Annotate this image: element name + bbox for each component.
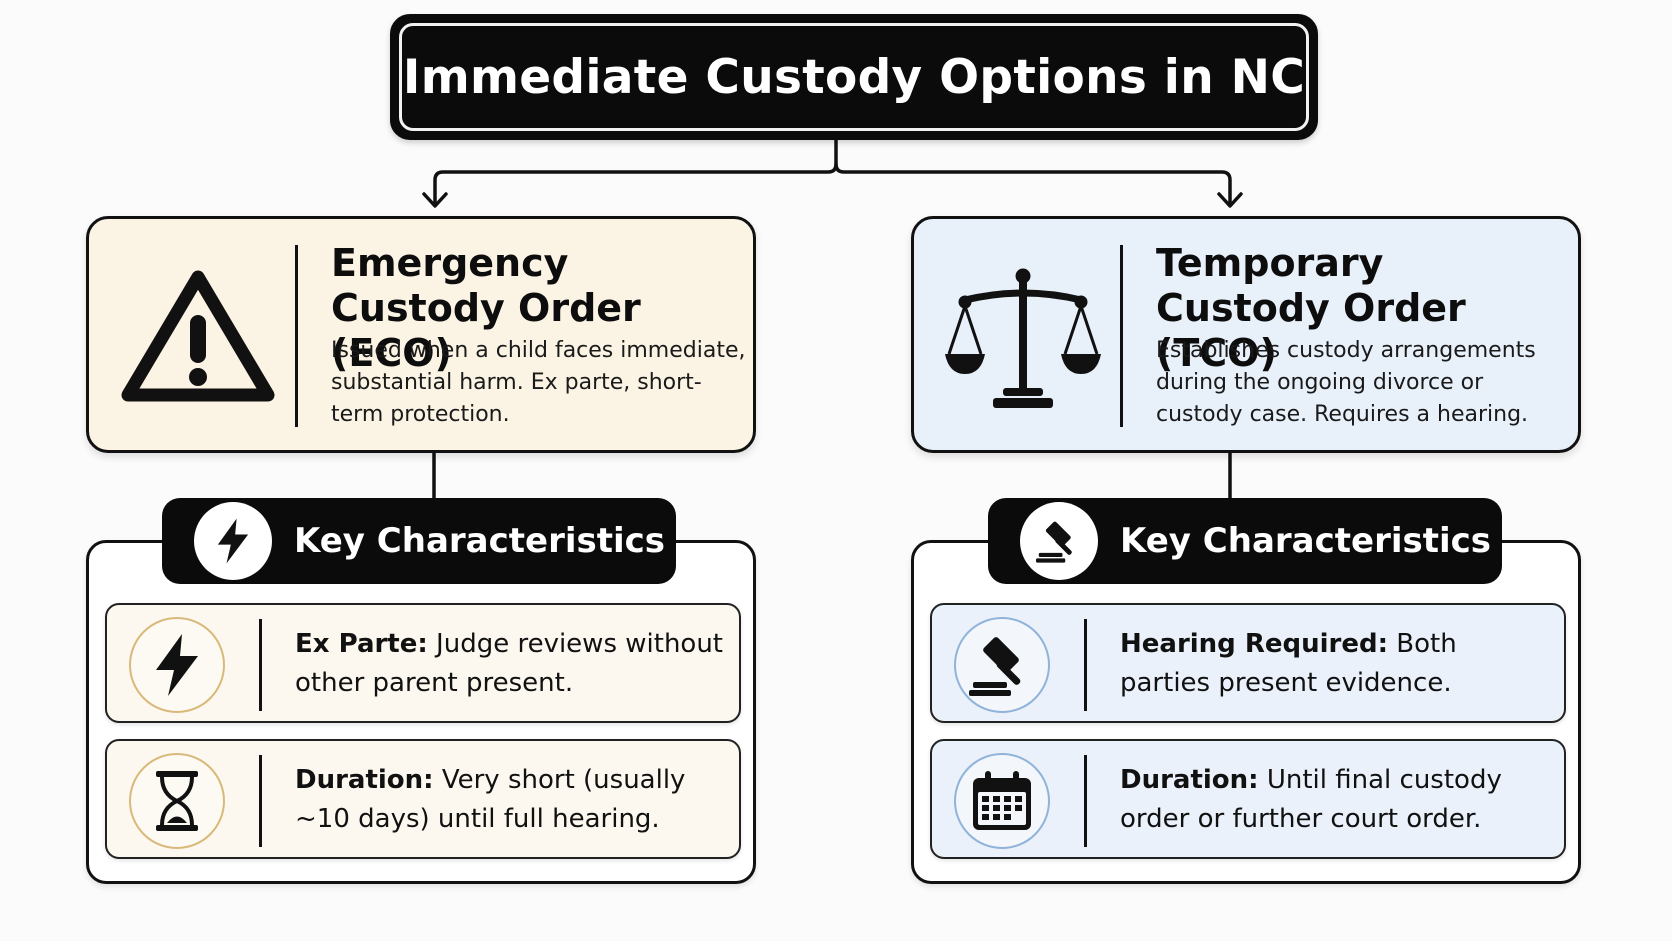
arrowhead-eco bbox=[422, 192, 448, 208]
scales-of-justice-icon bbox=[938, 247, 1108, 427]
tco-item-1-body: Both parties present evidence. bbox=[1120, 629, 1457, 698]
tco-item-2-text: Duration: Until final custody order or f… bbox=[1120, 761, 1550, 839]
eco-item-1-text: Ex Parte: Judge reviews without other pa… bbox=[295, 625, 725, 703]
tco-characteristic-duration: Duration: Until final custody order or f… bbox=[930, 739, 1566, 859]
tco-item-1-label: Hearing Required: bbox=[1120, 629, 1388, 659]
tco-characteristics-panel: Hearing Required: Both parties present e… bbox=[911, 540, 1581, 884]
tco-characteristics-title: Key Characteristics bbox=[1120, 521, 1492, 561]
tco-title: Temporary Custody Order (TCO) bbox=[1156, 241, 1466, 375]
gavel-icon bbox=[954, 617, 1050, 713]
tco-description: Establishes custody arrangements during … bbox=[1156, 338, 1536, 427]
lightning-icon bbox=[129, 617, 225, 713]
arrowhead-tco bbox=[1217, 192, 1243, 208]
gavel-icon bbox=[1020, 502, 1098, 580]
eco-item-1-body: Judge reviews without other parent prese… bbox=[295, 629, 723, 698]
eco-description: Issued when a child faces immediate, sub… bbox=[331, 338, 746, 427]
connector-to-eco bbox=[433, 138, 838, 206]
page-title: Immediate Custody Options in NC bbox=[402, 49, 1306, 105]
lightning-icon bbox=[194, 502, 272, 580]
eco-item-1-label: Ex Parte: bbox=[295, 629, 428, 659]
title-banner: Immediate Custody Options in NC bbox=[390, 14, 1318, 140]
tco-card-divider bbox=[1120, 245, 1123, 427]
calendar-icon bbox=[954, 753, 1050, 849]
eco-title: Emergency Custody Order (ECO) bbox=[331, 241, 641, 375]
eco-card: Emergency Custody Order (ECO) Issued whe… bbox=[86, 216, 756, 453]
row-divider bbox=[259, 755, 262, 847]
tco-card: Temporary Custody Order (TCO) Establishe… bbox=[911, 216, 1581, 453]
eco-item-2-text: Duration: Very short (usually ~10 days) … bbox=[295, 761, 725, 839]
eco-characteristics-title: Key Characteristics bbox=[294, 521, 666, 561]
eco-card-divider bbox=[295, 245, 298, 427]
eco-characteristic-ex-parte: Ex Parte: Judge reviews without other pa… bbox=[105, 603, 741, 723]
eco-characteristics-panel: Ex Parte: Judge reviews without other pa… bbox=[86, 540, 756, 884]
tco-item-1-text: Hearing Required: Both parties present e… bbox=[1120, 625, 1550, 703]
connector-to-tco bbox=[834, 162, 1232, 206]
eco-characteristics-header: Key Characteristics bbox=[162, 498, 676, 584]
row-divider bbox=[1084, 619, 1087, 711]
eco-item-2-body: Very short (usually ~10 days) until full… bbox=[295, 765, 686, 834]
tco-characteristic-hearing: Hearing Required: Both parties present e… bbox=[930, 603, 1566, 723]
title-inner-frame: Immediate Custody Options in NC bbox=[399, 23, 1309, 131]
hourglass-icon bbox=[129, 753, 225, 849]
eco-item-2-label: Duration: bbox=[295, 765, 434, 795]
row-divider bbox=[1084, 755, 1087, 847]
tco-item-2-body: Until final custody order or further cou… bbox=[1120, 765, 1502, 834]
eco-characteristic-duration: Duration: Very short (usually ~10 days) … bbox=[105, 739, 741, 859]
row-divider bbox=[259, 619, 262, 711]
warning-triangle-icon bbox=[113, 247, 283, 427]
tco-item-2-label: Duration: bbox=[1120, 765, 1259, 795]
tco-characteristics-header: Key Characteristics bbox=[988, 498, 1502, 584]
